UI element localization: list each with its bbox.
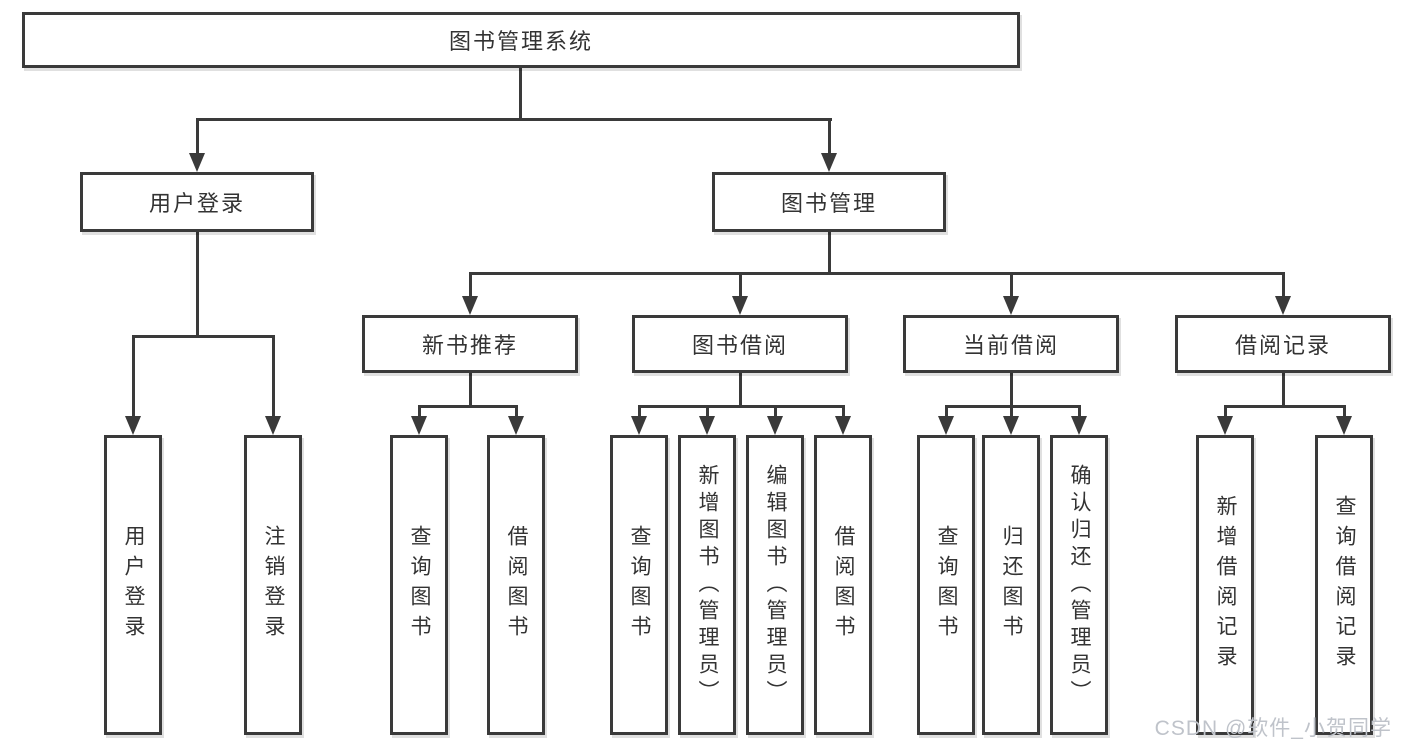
edge-current-drop-1 [945, 405, 948, 418]
edge-current-stem [1010, 371, 1013, 407]
leaf-add-borrow-record-label: 新增借阅记录 [1214, 495, 1237, 675]
edge-borrow-drop-4 [842, 405, 845, 418]
arrowhead-icon [732, 296, 748, 315]
node-book-management-label: 图书管理 [780, 191, 877, 216]
arrowhead-icon [1275, 296, 1291, 315]
arrowhead-icon [462, 296, 478, 315]
arrowhead-icon [1336, 416, 1352, 435]
leaf-confirm-return-admin-label: 确认归还（管理员） [1068, 463, 1091, 707]
arrowhead-icon [767, 416, 783, 435]
edge-mgmt-drop-4 [1282, 272, 1285, 298]
edge-rec-drop-2 [515, 405, 518, 418]
arrowhead-icon [508, 416, 524, 435]
arrowhead-icon [835, 416, 851, 435]
leaf-borrow-book-recommend-label: 借阅图书 [505, 525, 528, 645]
edge-mgmt-drop-2 [739, 272, 742, 298]
edge-borrow-drop-1 [638, 405, 641, 418]
leaf-query-book-recommend-label: 查询图书 [408, 525, 431, 645]
node-book-management: 图书管理 [712, 172, 946, 232]
leaf-query-book-borrow-label: 查询图书 [628, 525, 651, 645]
leaf-query-book-current: 查询图书 [917, 435, 975, 735]
csdn-watermark: CSDN @软件_小贺同学 [1154, 717, 1392, 740]
arrowhead-icon [938, 416, 954, 435]
edge-record-stem [1282, 371, 1285, 407]
edge-current-rail [945, 405, 1081, 408]
leaf-query-book-borrow: 查询图书 [610, 435, 668, 735]
edge-login-rail [132, 335, 275, 338]
leaf-add-book-admin-label: 新增图书（管理员） [696, 463, 719, 707]
edge-rec-drop-1 [418, 405, 421, 418]
edge-mgmt-stem [828, 230, 831, 274]
edge-borrow-rail [638, 405, 845, 408]
node-root: 图书管理系统 [22, 12, 1020, 68]
edge-record-rail [1224, 405, 1346, 408]
edge-mgmt-drop-3 [1010, 272, 1013, 298]
edge-record-drop-1 [1224, 405, 1227, 418]
leaf-query-borrow-record: 查询借阅记录 [1315, 435, 1373, 735]
edge-record-drop-2 [1343, 405, 1346, 418]
edge-login-stem [196, 230, 199, 337]
edge-borrow-drop-3 [774, 405, 777, 418]
node-user-login-label: 用户登录 [148, 191, 245, 216]
arrowhead-icon [1071, 416, 1087, 435]
edge-root-rail [196, 118, 832, 121]
leaf-edit-book-admin: 编辑图书（管理员） [746, 435, 804, 735]
edge-root-stem [519, 66, 522, 120]
leaf-query-book-current-label: 查询图书 [935, 525, 958, 645]
edge-borrow-stem [739, 371, 742, 407]
edge-current-drop-2 [1010, 405, 1013, 418]
node-borrow-record-label: 借阅记录 [1234, 333, 1331, 358]
edge-mgmt-rail [469, 272, 1285, 275]
arrowhead-icon [1003, 416, 1019, 435]
arrowhead-icon [821, 153, 837, 172]
edge-rec-rail [418, 405, 518, 408]
leaf-edit-book-admin-label: 编辑图书（管理员） [764, 463, 787, 707]
leaf-query-book-recommend: 查询图书 [390, 435, 448, 735]
arrowhead-icon [1217, 416, 1233, 435]
arrowhead-icon [265, 416, 281, 435]
edge-current-drop-3 [1078, 405, 1081, 418]
leaf-return-book-label: 归还图书 [1000, 525, 1023, 645]
node-book-borrow: 图书借阅 [632, 315, 848, 373]
arrowhead-icon [699, 416, 715, 435]
edge-rec-stem [469, 371, 472, 407]
leaf-logout: 注销登录 [244, 435, 302, 735]
edge-borrow-drop-2 [706, 405, 709, 418]
leaf-add-book-admin: 新增图书（管理员） [678, 435, 736, 735]
leaf-return-book: 归还图书 [982, 435, 1040, 735]
leaf-add-borrow-record: 新增借阅记录 [1196, 435, 1254, 735]
arrowhead-icon [411, 416, 427, 435]
edge-root-drop-left [196, 118, 199, 158]
leaf-user-login-label: 用户登录 [122, 525, 145, 645]
arrowhead-icon [631, 416, 647, 435]
node-user-login: 用户登录 [80, 172, 314, 232]
leaf-borrow-book-recommend: 借阅图书 [487, 435, 545, 735]
node-root-label: 图书管理系统 [448, 29, 593, 54]
edge-root-drop-right [828, 118, 831, 158]
leaf-logout-label: 注销登录 [262, 525, 285, 645]
arrowhead-icon [125, 416, 141, 435]
node-book-borrow-label: 图书借阅 [691, 333, 788, 358]
node-new-book-recommend-label: 新书推荐 [421, 333, 518, 358]
edge-login-drop-2 [272, 335, 275, 418]
edge-login-drop-1 [132, 335, 135, 418]
leaf-query-borrow-record-label: 查询借阅记录 [1333, 495, 1356, 675]
node-borrow-record: 借阅记录 [1175, 315, 1391, 373]
node-current-borrow: 当前借阅 [903, 315, 1119, 373]
node-current-borrow-label: 当前借阅 [962, 333, 1059, 358]
arrowhead-icon [189, 153, 205, 172]
leaf-borrow-book-label: 借阅图书 [832, 525, 855, 645]
node-new-book-recommend: 新书推荐 [362, 315, 578, 373]
leaf-user-login: 用户登录 [104, 435, 162, 735]
leaf-confirm-return-admin: 确认归还（管理员） [1050, 435, 1108, 735]
leaf-borrow-book: 借阅图书 [814, 435, 872, 735]
arrowhead-icon [1003, 296, 1019, 315]
edge-mgmt-drop-1 [469, 272, 472, 298]
